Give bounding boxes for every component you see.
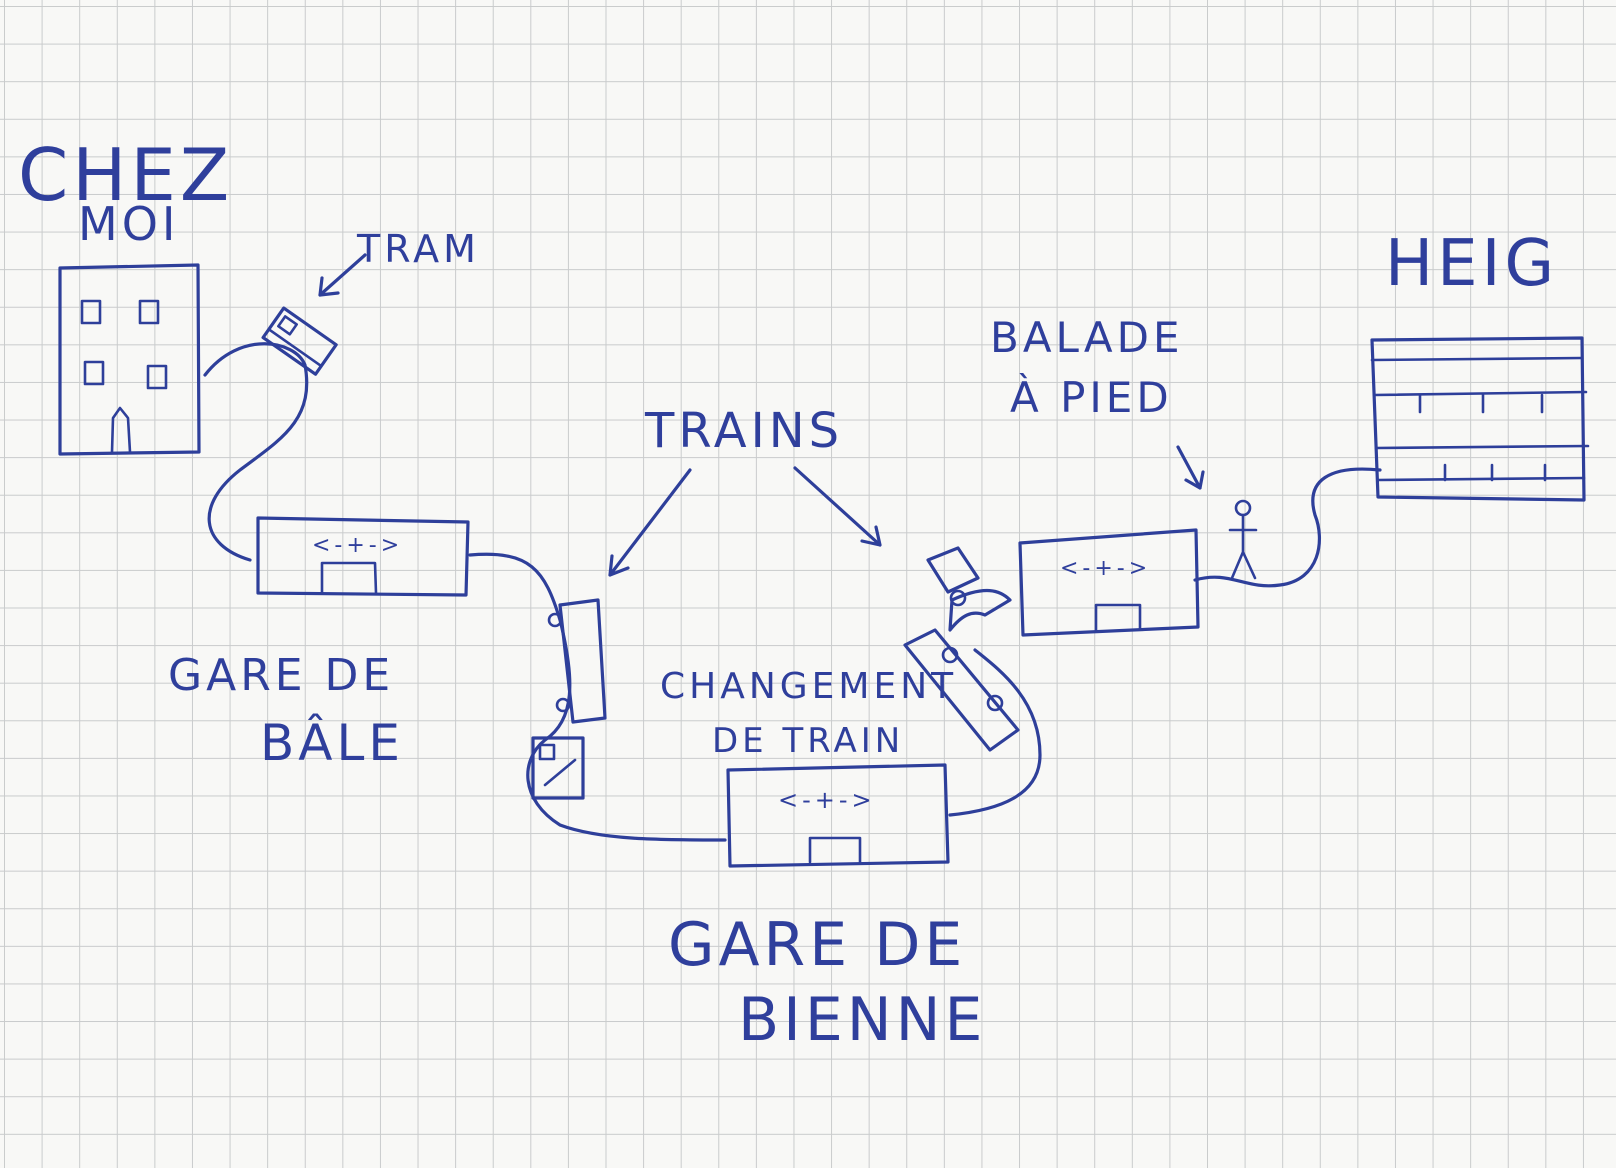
home-label-line2: MOI (78, 197, 179, 251)
tram-icon (261, 306, 338, 376)
biel-station-sign: <-+-> (778, 786, 876, 814)
biel-station: <-+-> (726, 763, 950, 868)
train-1-icon (531, 598, 607, 800)
change-label-line2: DE TRAIN (712, 721, 904, 761)
basel-label-line2: BÂLE (260, 713, 404, 772)
heig-label: HEIG (1385, 227, 1558, 301)
trains-label: TRAINS (644, 403, 843, 459)
walk-label-line1: BALADE (990, 313, 1184, 362)
biel-label-line2: BIENNE (738, 985, 986, 1055)
tram-label: TRAM (356, 227, 480, 271)
walk-label-line2: À PIED (1010, 372, 1173, 422)
trains-arrow-left (608, 468, 692, 577)
basel-station-sign: <-+-> (312, 533, 403, 558)
basel-label-line1: GARE DE (168, 650, 394, 701)
walking-person-icon (1228, 499, 1258, 580)
basel-station: <-+-> (256, 516, 470, 597)
trains-arrow-right (793, 466, 882, 547)
route-path (203, 342, 1382, 842)
biel-label-line1: GARE DE (668, 910, 966, 980)
home-building (58, 263, 201, 456)
tram-arrow (318, 253, 367, 297)
heig-area-station-sign: <-+-> (1060, 556, 1151, 581)
home-label-line1: CHEZ (18, 133, 233, 217)
heig-building (1370, 336, 1590, 502)
heig-area-station: <-+-> (1018, 528, 1200, 637)
train-2-icon (903, 546, 1020, 752)
walk-arrow (1176, 445, 1205, 490)
change-label-line1: CHANGEMENT (660, 666, 957, 707)
